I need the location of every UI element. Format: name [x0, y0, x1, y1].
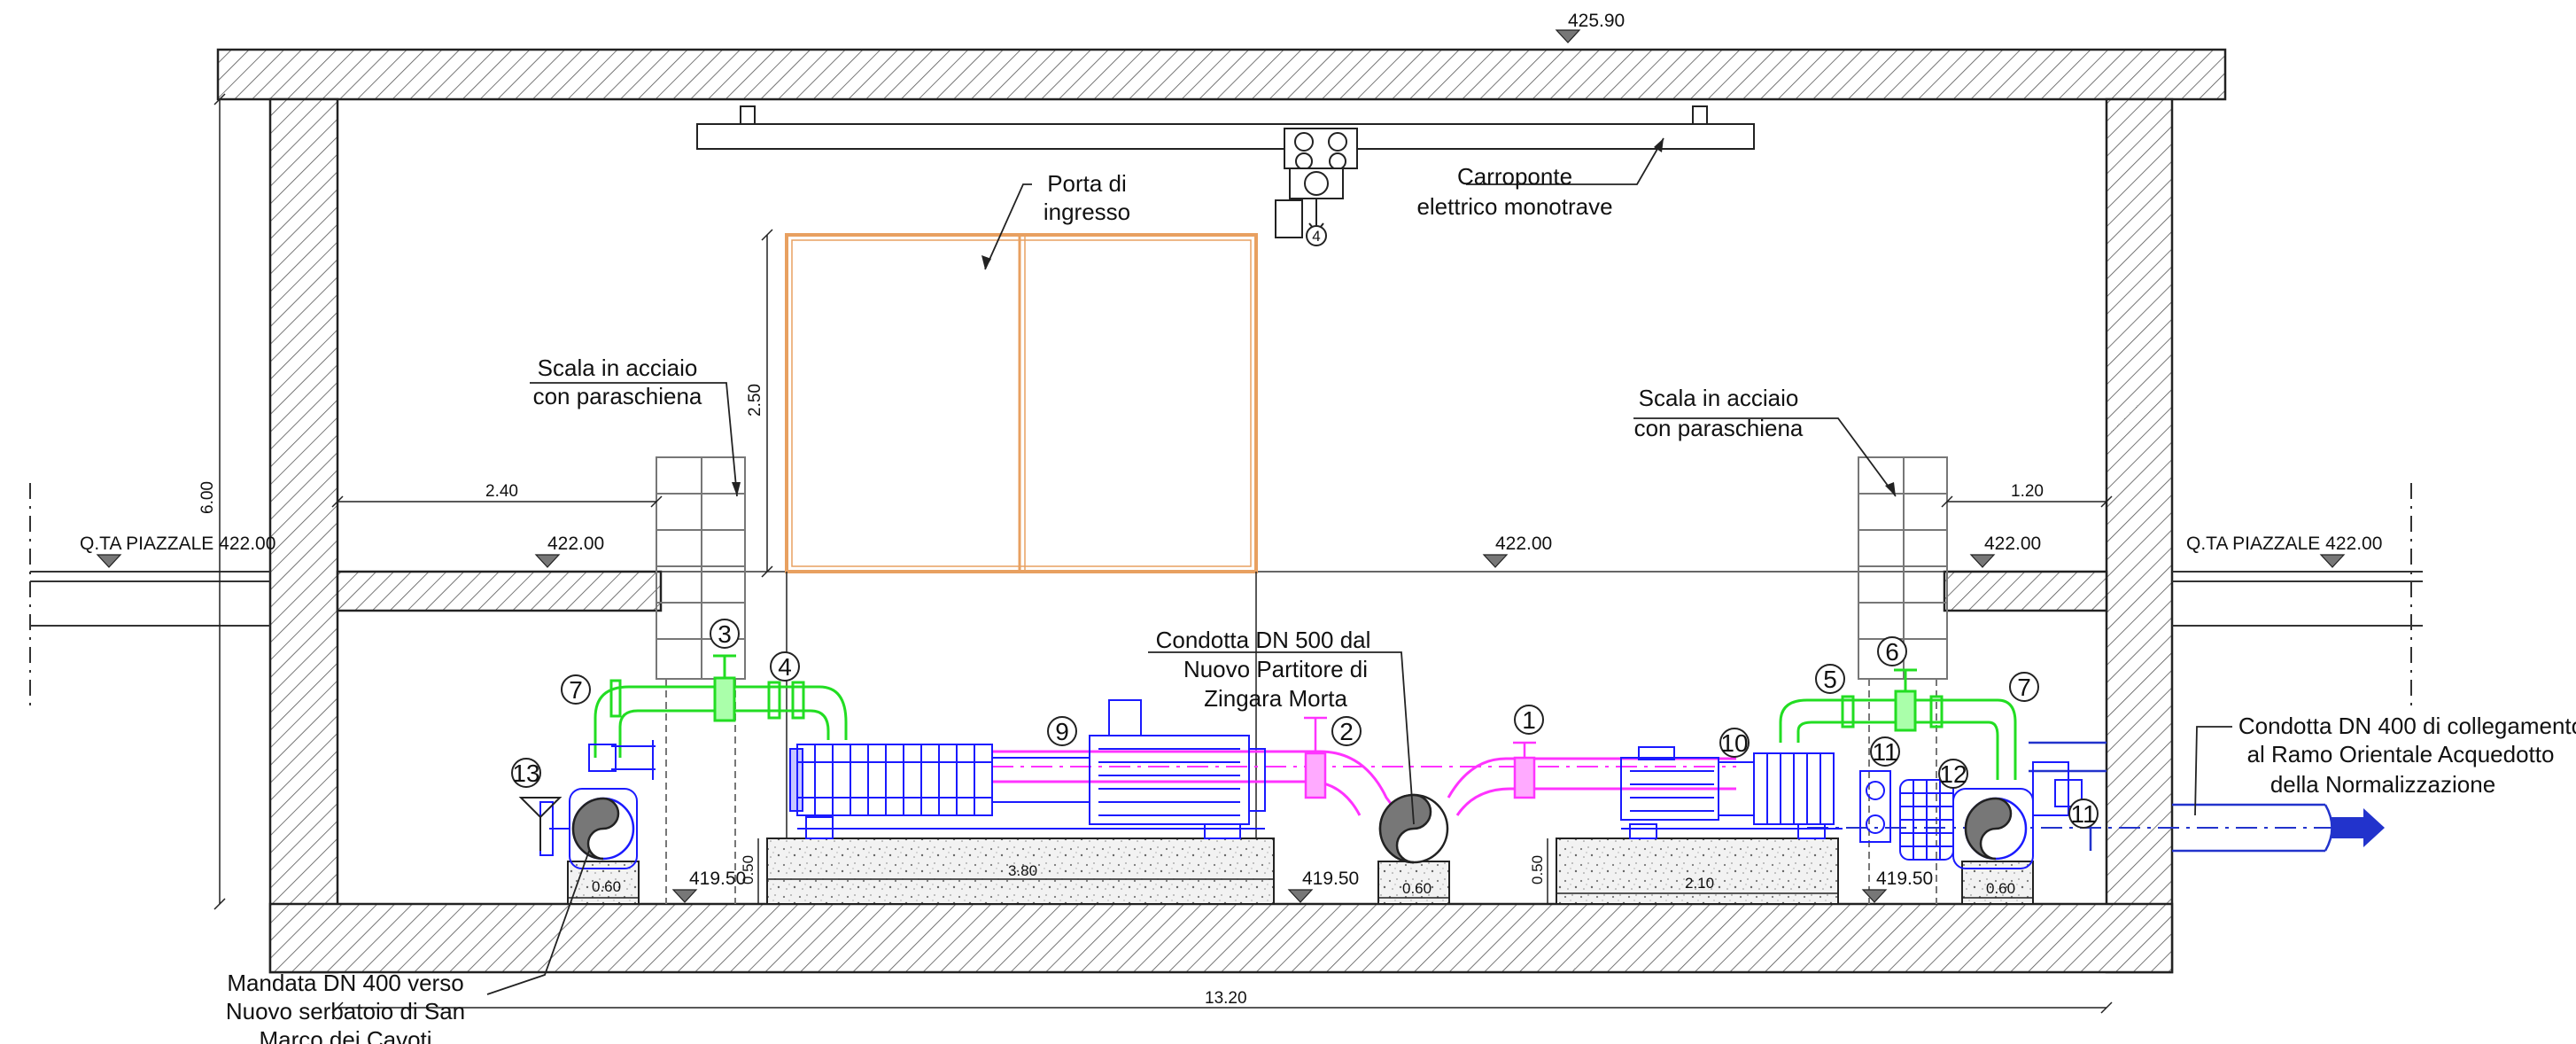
- pipe-sections: [571, 793, 2028, 864]
- dim-plinth-right: 0.60: [1986, 880, 2015, 897]
- left-floor-slab: [336, 570, 663, 612]
- outlet-left-label-3: Marco dei Cavoti: [259, 1026, 431, 1044]
- door-label-1: Porta di: [1047, 170, 1127, 197]
- outlet-left-label-1: Mandata DN 400 verso: [227, 970, 463, 996]
- left-wall: [268, 97, 339, 974]
- ground-elevation-right: Q.TA PIAZZALE 422.00: [2186, 534, 2382, 554]
- bottom-slab: [268, 902, 2174, 974]
- marker-12: 12: [1939, 760, 1967, 788]
- dim-base-pump1: 3.80: [1008, 862, 1037, 879]
- dim-base-pump2: 2.10: [1685, 875, 1714, 892]
- outlet-right-label-2: al Ramo Orientale Acquedotto: [2247, 741, 2555, 767]
- roof-elevation: 425.90: [1568, 11, 1625, 31]
- discharge-pipe-right: [1779, 668, 2017, 780]
- outlet-left-label-2: Nuovo serbatoio di San: [226, 998, 465, 1025]
- flow-arrow: [2332, 808, 2385, 847]
- structure: [216, 48, 2227, 974]
- marker-1: 1: [1522, 706, 1536, 734]
- item-marker-labels: 1 2 3 4 5 6 7 7 9 10 11 11 12 13 4: [512, 228, 2096, 828]
- marker-crane-hook: 4: [1312, 228, 1320, 245]
- floor-elevation-right: 422.00: [1984, 534, 2041, 554]
- inlet-label-2: Nuovo Partitore di: [1183, 656, 1368, 682]
- ladder-right-label-2: con paraschiena: [1634, 415, 1804, 441]
- base-elevation-left: 419.50: [689, 869, 746, 889]
- ladder-left-label-1: Scala in acciaio: [538, 354, 698, 381]
- marker-5: 5: [1823, 666, 1837, 693]
- marker-3: 3: [718, 620, 732, 648]
- marker-7-right: 7: [2017, 674, 2031, 701]
- marker-6: 6: [1885, 638, 1899, 666]
- plinth-center: [1377, 861, 1450, 905]
- roof-slab: [216, 48, 2227, 101]
- floor-elevation-left: 422.00: [547, 534, 604, 554]
- valve-11-right: [1952, 761, 2083, 869]
- elevation-labels: 425.90 Q.TA PIAZZALE 422.00 Q.TA PIAZZAL…: [80, 11, 2382, 889]
- right-wall: [2105, 97, 2174, 974]
- dim-base-h1: 0.50: [740, 855, 757, 884]
- dim-right-floor: 1.20: [2011, 482, 2044, 501]
- pump-unit-1: [789, 699, 1266, 839]
- marker-11-a: 11: [1872, 738, 1897, 766]
- suction-pipe: [992, 750, 1736, 816]
- dim-plinth-left: 0.60: [592, 878, 621, 895]
- outlet-right-label-1: Condotta DN 400 di collegamento: [2238, 713, 2576, 739]
- base-elevation-center: 419.50: [1302, 869, 1359, 889]
- pump1-base: [766, 838, 1275, 905]
- leader-lines: [486, 137, 2232, 995]
- dim-left-floor: 2.40: [485, 482, 518, 501]
- overhead-crane: [696, 105, 1755, 245]
- marker-7-left: 7: [569, 676, 583, 704]
- marker-9: 9: [1055, 718, 1069, 745]
- dim-plinth-center: 0.60: [1402, 880, 1432, 897]
- right-floor-slab: [1943, 570, 2108, 612]
- crane-label-1: Carroponte: [1457, 163, 1572, 190]
- suction-valves: [1304, 716, 1536, 799]
- inlet-label-1: Condotta DN 500 dal: [1156, 627, 1371, 653]
- marker-10: 10: [1720, 729, 1748, 757]
- marker-4: 4: [778, 653, 792, 681]
- marker-11-b: 11: [2070, 800, 2096, 828]
- leader-arrowheads: [732, 138, 1896, 496]
- dimension-labels: 6.00 2.50 2.40 1.20 13.20 0.60 0.60 0.60…: [198, 384, 2044, 1008]
- pump2-base: [1556, 838, 1839, 905]
- marker-2: 2: [1339, 718, 1354, 745]
- dim-base-h2: 0.50: [1529, 855, 1546, 884]
- entrance-door: [785, 233, 1258, 573]
- item-markers: [511, 225, 2099, 829]
- pump-unit-2: [1620, 746, 1843, 839]
- ground-elevation-left: Q.TA PIAZZALE 422.00: [80, 534, 275, 554]
- marker-13: 13: [512, 760, 539, 787]
- outlet-right-label-3: della Normalizzazione: [2270, 771, 2495, 798]
- dim-height-total: 6.00: [198, 481, 217, 514]
- callout-labels: Porta di ingresso Carroponte elettrico m…: [226, 163, 2576, 1044]
- ladder-right-label-1: Scala in acciaio: [1639, 385, 1799, 411]
- floor-elevation-center: 422.00: [1495, 534, 1552, 554]
- valve-13-assembly: [518, 740, 656, 869]
- dim-total-width: 13.20: [1205, 989, 1247, 1008]
- ladder-right: [1858, 456, 1948, 904]
- base-elevation-right: 419.50: [1876, 869, 1933, 889]
- dim-door-height: 2.50: [746, 384, 764, 417]
- door-label-2: ingresso: [1044, 199, 1130, 225]
- dimension-lines: [213, 93, 2113, 1014]
- inlet-label-3: Zingara Morta: [1204, 685, 1347, 712]
- crane-label-2: elettrico monotrave: [1416, 193, 1612, 220]
- discharge-pipe-left: [594, 654, 848, 758]
- elevation-markers: [96, 29, 2346, 903]
- ladder-left-label-2: con paraschiena: [533, 383, 702, 409]
